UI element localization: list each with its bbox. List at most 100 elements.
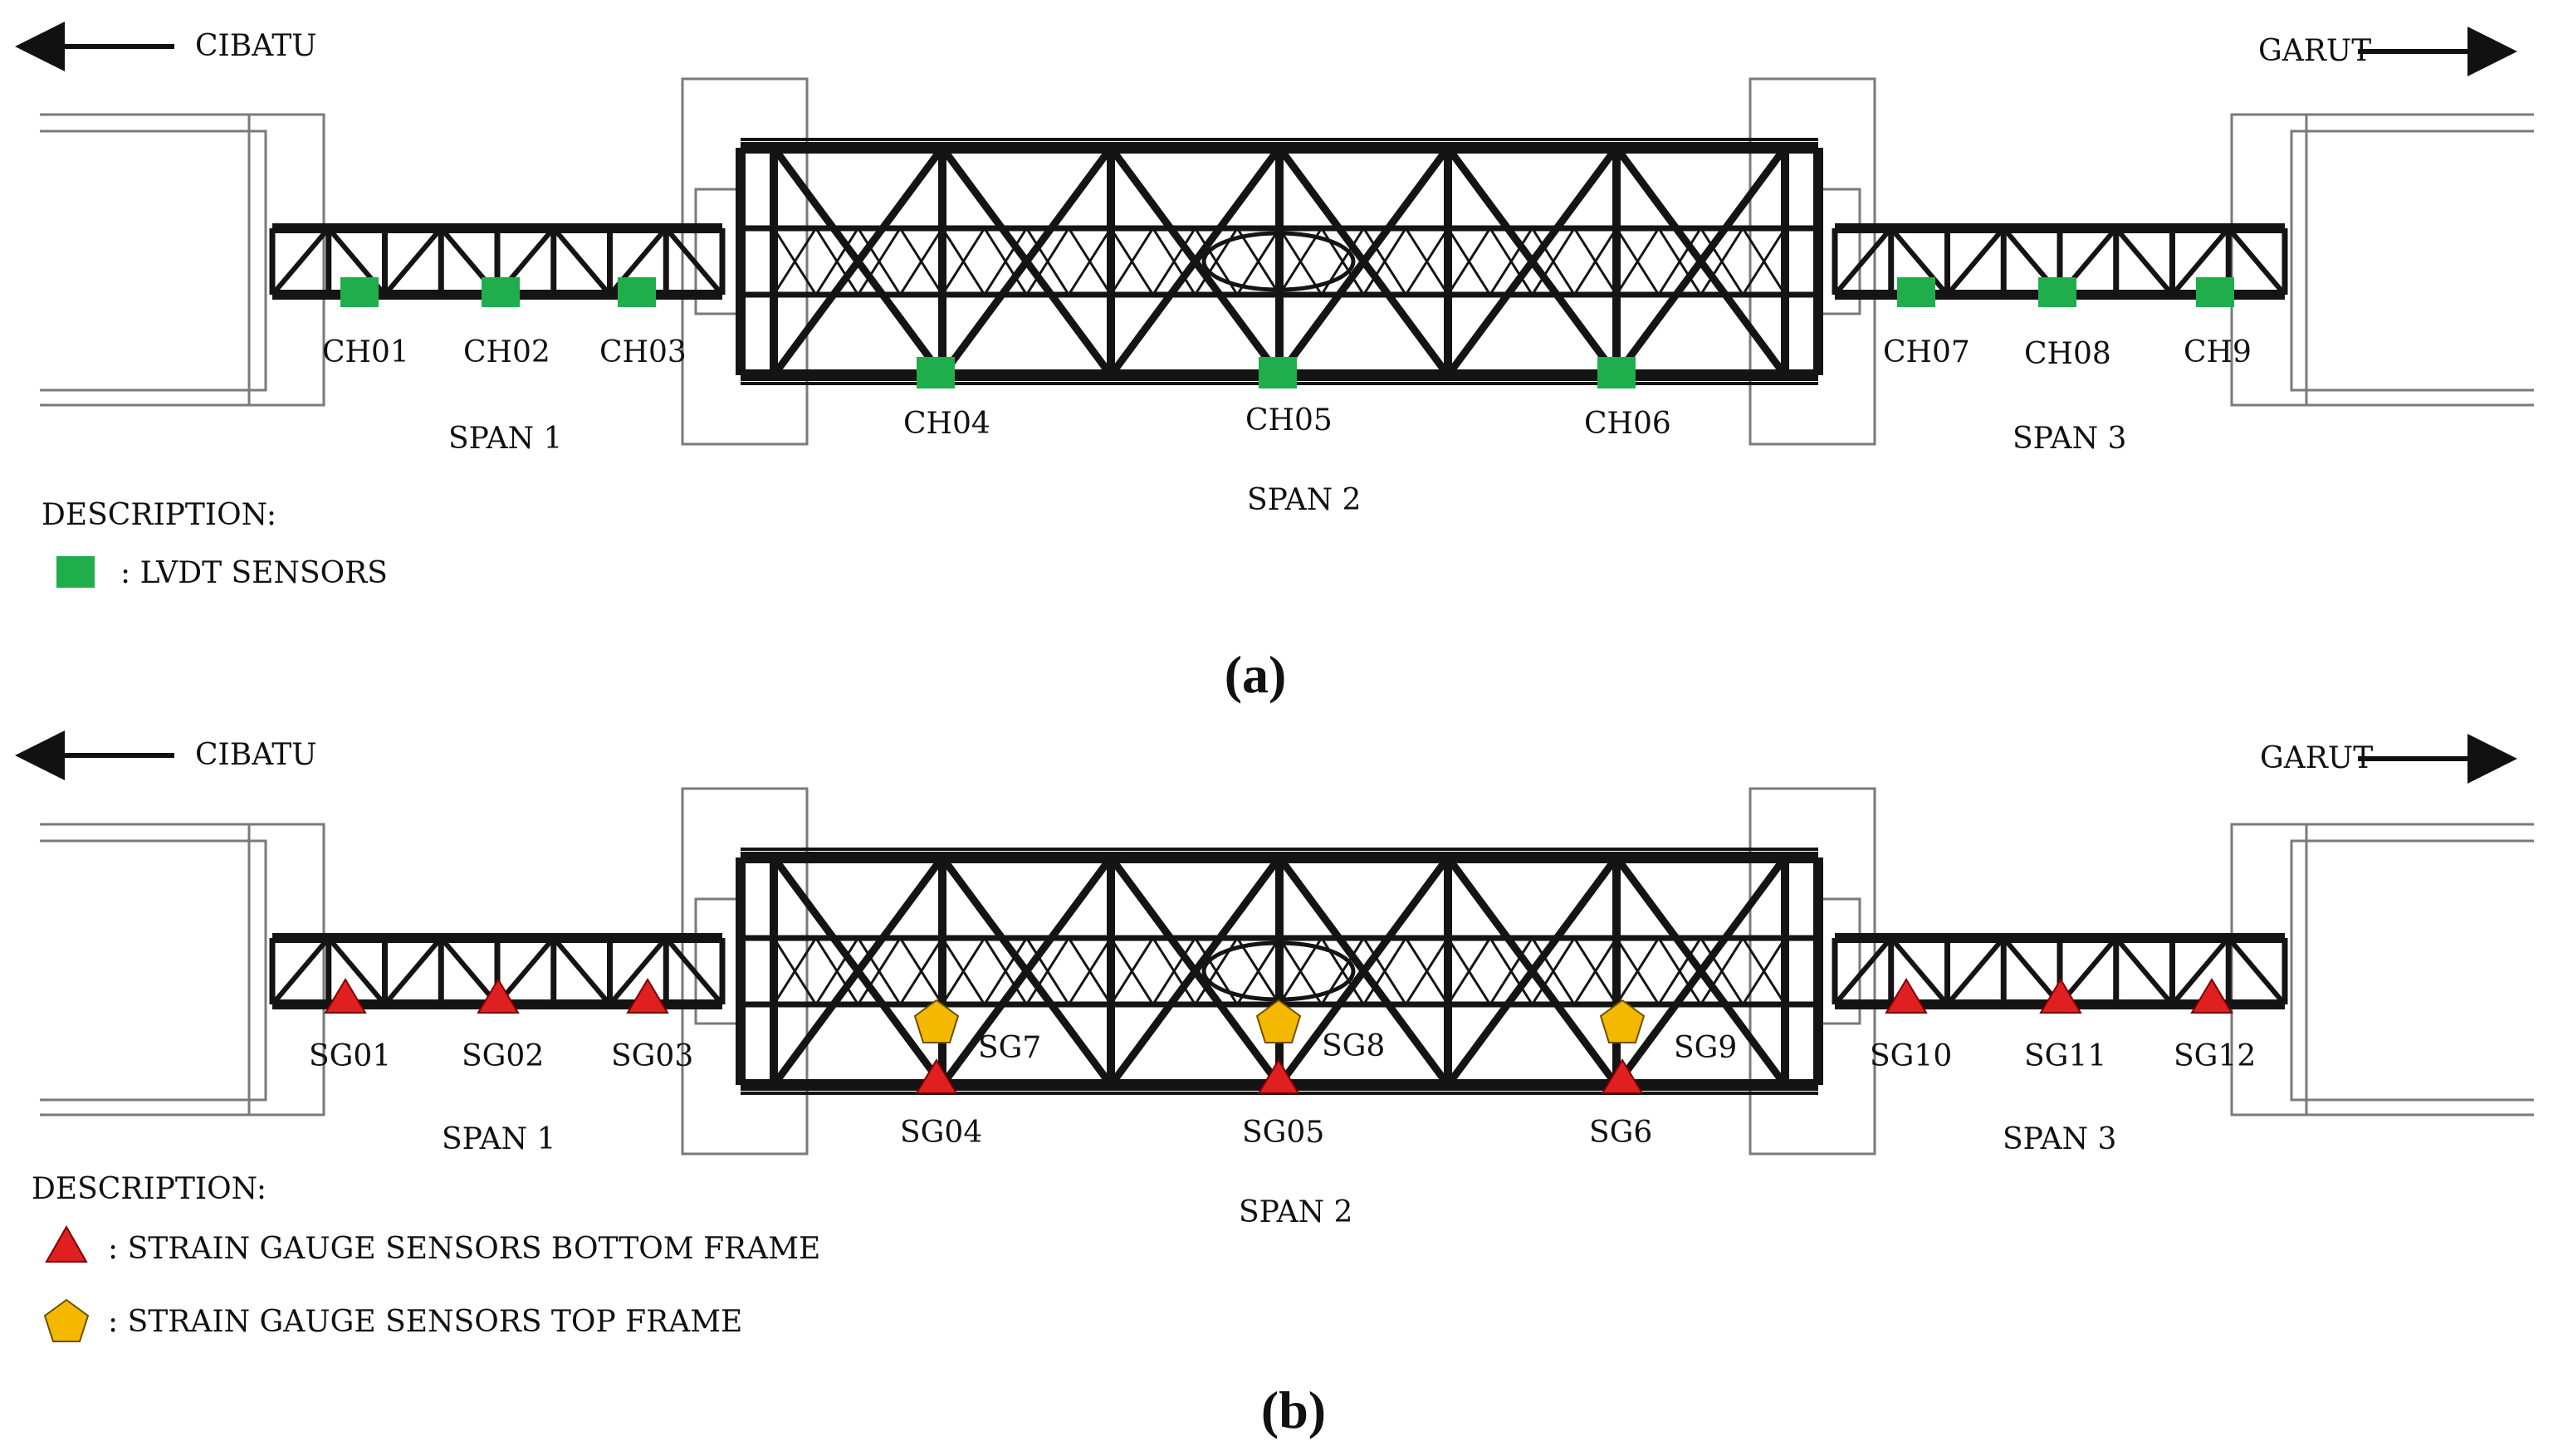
truss-diagonal	[383, 936, 443, 1006]
lattice-bracing	[1446, 937, 1492, 1005]
pier-left-box	[681, 787, 809, 1156]
truss-diagonal	[2226, 227, 2287, 296]
lattice-bracing	[1362, 227, 1407, 296]
panel-a-lvdt-layout: CIBATU GARUT CH01 CH02 CH03 CH04 CH05 CH…	[14, 22, 2534, 704]
abutment-right-seat	[2230, 113, 2308, 407]
truss-diagonal	[2170, 227, 2231, 296]
sensor-label-sg05: SG05	[1242, 1116, 1324, 1150]
main-truss-diagonal	[1276, 145, 1451, 378]
sensor-label-ch03: CH03	[599, 335, 687, 369]
main-truss-diagonal	[1108, 855, 1283, 1087]
sensor-label-ch05: CH05	[1245, 403, 1333, 437]
truss-diagonal	[663, 936, 725, 1006]
strain-bottom-sensor-marker	[2190, 978, 2233, 1014]
direction-left-label: CIBATU	[195, 29, 317, 63]
abutment-right-seat	[2230, 823, 2308, 1116]
panel-b-strain-gauge-layout: CIBATU GARUT SG01 SG02 SG03 SG04 SG05 SG…	[14, 730, 2534, 1439]
sensor-label-ch02: CH02	[463, 335, 550, 369]
lvdt-sensor-marker	[1259, 357, 1297, 388]
lattice-bracing	[1531, 227, 1576, 296]
lattice-bracing	[1615, 937, 1660, 1005]
main-truss-diagonal	[1108, 145, 1283, 378]
legend-orange-pentagon-icon	[43, 1298, 90, 1342]
lattice-bracing	[1404, 937, 1450, 1005]
truss-diagonal	[2114, 227, 2174, 296]
strain-bottom-sensor-marker	[915, 1058, 958, 1094]
lvdt-sensor-marker	[618, 277, 656, 307]
abutment-left-seat	[247, 823, 325, 1116]
truss-diagonal	[608, 936, 668, 1006]
main-truss-span-2	[736, 848, 1823, 1095]
truss-diagonal	[2114, 936, 2174, 1006]
sensor-label-sg8: SG8	[1322, 1029, 1385, 1063]
lattice-bracing	[1067, 227, 1113, 296]
pier-right-box	[1748, 787, 1876, 1156]
sensor-label-sg9: SG9	[1674, 1031, 1737, 1065]
truss-diagonal	[438, 936, 500, 1006]
strain-bottom-sensor-marker	[626, 978, 669, 1014]
sensor-label-ch04: CH04	[903, 407, 990, 441]
truss-diagonal	[2226, 936, 2287, 1006]
lattice-bracing	[857, 227, 902, 296]
span-1-label: SPAN 1	[442, 1122, 555, 1156]
lattice-bracing	[1067, 937, 1113, 1005]
lattice-bracing	[898, 227, 944, 296]
lattice-bracing	[857, 937, 902, 1005]
abutment-left	[40, 113, 251, 407]
abutment-right-inner	[2290, 129, 2534, 392]
lvdt-sensor-marker	[1897, 277, 1935, 307]
sensor-label-sg6: SG6	[1589, 1116, 1652, 1150]
abutment-left-inner	[40, 839, 267, 1102]
description-title: DESCRIPTION:	[32, 1172, 267, 1206]
lvdt-sensor-marker	[340, 277, 379, 307]
lattice-bracing	[941, 227, 986, 296]
legend-top-frame-text: : STRAIN GAUGE SENSORS TOP FRAME	[108, 1305, 742, 1339]
truss-diagonal	[326, 936, 387, 1006]
strain-bottom-sensor-marker	[2039, 978, 2082, 1014]
direction-left-label: CIBATU	[195, 738, 317, 772]
span-3-label: SPAN 3	[2013, 422, 2126, 456]
lvdt-sensor-marker	[2196, 277, 2234, 307]
panel-caption-b: (b)	[1261, 1380, 1326, 1439]
main-truss-span-2	[736, 138, 1823, 385]
panel-caption-a: (a)	[1225, 645, 1287, 704]
strain-top-sensor-marker	[913, 999, 960, 1043]
span-2-label: SPAN 2	[1239, 1195, 1352, 1229]
main-truss-diagonal	[939, 855, 1114, 1087]
span-1-label: SPAN 1	[448, 422, 562, 456]
lattice-bracing	[1362, 937, 1407, 1005]
sensor-label-sg11: SG11	[2024, 1039, 2106, 1073]
truss-diagonal	[551, 227, 612, 296]
truss-diagonal	[270, 936, 331, 1006]
abutment-right	[2305, 823, 2534, 1116]
lvdt-sensor-marker	[1597, 357, 1636, 388]
direction-right-label: GARUT	[2260, 741, 2373, 775]
sensor-label-ch9: CH9	[2184, 335, 2252, 369]
strain-top-sensor-marker	[1599, 999, 1646, 1043]
lattice-bracing	[983, 227, 1028, 296]
bridge-structure	[40, 787, 2534, 1156]
abutment-right-inner	[2290, 839, 2534, 1102]
direction-right-label: GARUT	[2258, 34, 2371, 68]
lattice-bracing	[1235, 227, 1281, 296]
lattice-bracing	[1109, 937, 1155, 1005]
main-truss-diagonal	[1445, 145, 1620, 378]
truss-diagonal	[270, 227, 331, 296]
lattice-bracing	[1572, 937, 1618, 1005]
truss-diagonal	[1832, 936, 1894, 1006]
abutment-right	[2305, 113, 2534, 407]
lattice-bracing	[983, 937, 1028, 1005]
truss-diagonal	[1945, 936, 2006, 1006]
main-truss-diagonal	[1613, 145, 1788, 378]
strain-bottom-sensor-marker	[1885, 978, 1928, 1014]
lattice-bracing	[1741, 227, 1787, 296]
lattice-bracing	[814, 937, 859, 1005]
pier-left-box	[681, 77, 809, 446]
sensor-label-sg03: SG03	[611, 1039, 693, 1073]
lattice-bracing	[814, 227, 859, 296]
lvdt-sensor-marker	[2038, 277, 2076, 307]
lattice-bracing	[1489, 227, 1533, 296]
strain-bottom-sensor-marker	[477, 978, 520, 1014]
lattice-bracing	[1700, 937, 1744, 1005]
